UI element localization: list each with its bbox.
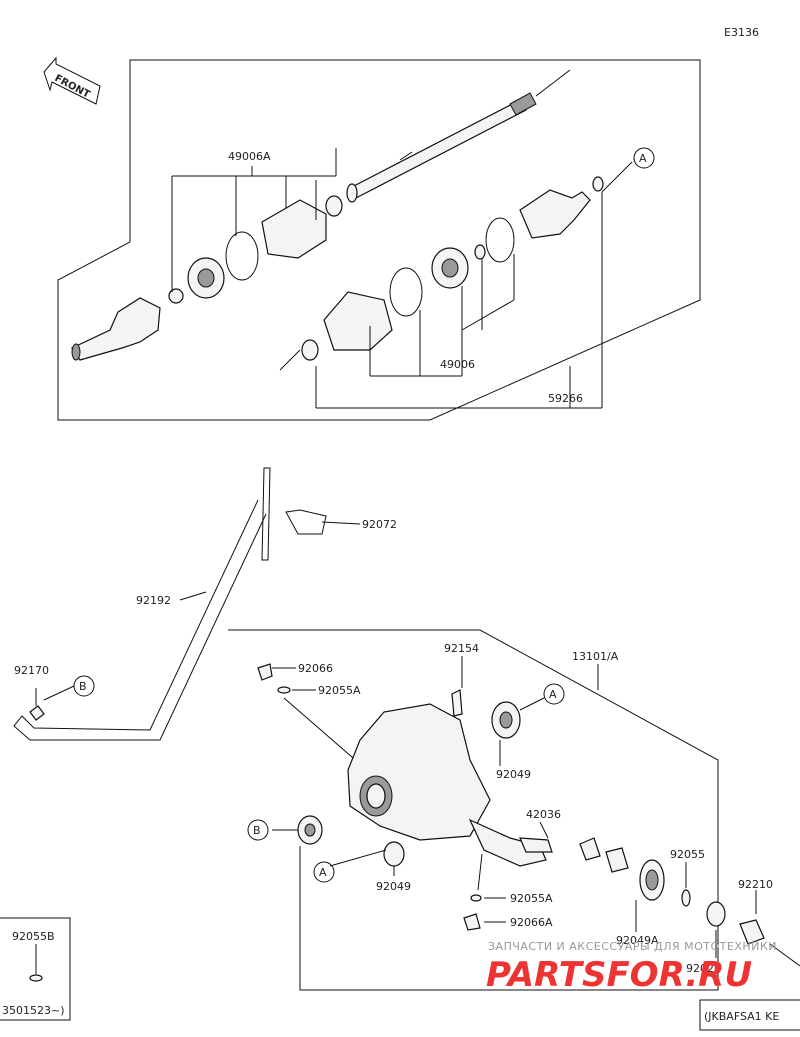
label-92210: 92210 <box>738 878 773 891</box>
gear-case-frame <box>228 629 719 991</box>
label-92066A: 92066A <box>510 916 553 929</box>
inset-box-left: 92055B 3501523~) <box>0 917 71 1021</box>
watermark-line2: PARTSFOR.RU <box>486 955 752 995</box>
drive-shaft <box>279 69 571 371</box>
label-92049-top: 92049 <box>496 768 531 781</box>
label-92026: 92026 <box>686 962 721 975</box>
callout-b-left: B <box>73 675 95 697</box>
gear-case-seals <box>272 815 800 967</box>
label-92055A-bottom: 92055A <box>510 892 553 905</box>
callout-a-top: A <box>633 147 655 169</box>
inner-cv-joint <box>519 176 604 239</box>
watermark-line1: ЗАПЧАСТИ И АКСЕССУАРЫ ДЛЯ МОТОТЕХНИКИ <box>488 940 777 953</box>
svg-text:A: A <box>549 688 557 701</box>
label-92055A-top: 92055A <box>318 684 361 697</box>
small-parts-top <box>257 656 545 766</box>
shaft-assembly-frame <box>57 59 701 421</box>
label-92066: 92066 <box>298 662 333 675</box>
serial-right: (JKBAFSA1 KE <box>704 1010 779 1023</box>
front-arrow-icon: FRONT <box>43 56 101 105</box>
svg-text:A: A <box>319 866 327 879</box>
label-42036: 42036 <box>526 808 561 821</box>
diagram-code: E3136 <box>724 26 759 39</box>
callout-a-bottom: A <box>313 861 335 883</box>
label-92049A: 92049A <box>616 934 659 947</box>
final-gear-case <box>347 703 553 867</box>
svg-text:B: B <box>253 824 261 837</box>
vent-hose-92192 <box>13 467 361 741</box>
label-92055: 92055 <box>670 848 705 861</box>
callout-b-mid: B <box>247 819 269 841</box>
svg-text:A: A <box>639 152 647 165</box>
front-label: FRONT <box>53 73 92 101</box>
outer-cv-joint <box>71 297 161 361</box>
label-92072: 92072 <box>362 518 397 531</box>
serial-box-right: (JKBAFSA1 KE <box>699 999 800 1031</box>
svg-text:B: B <box>79 680 87 693</box>
cv-joint-kit-49006 <box>301 217 515 361</box>
boot-kit-49006A <box>168 195 343 304</box>
leader-lines-upper <box>171 148 633 409</box>
label-92055B: 92055B <box>12 930 55 943</box>
label-92049-bottom: 92049 <box>376 880 411 893</box>
label-49006: 49006 <box>440 358 475 371</box>
callout-a-mid: A <box>543 683 565 705</box>
label-59266: 59266 <box>548 392 583 405</box>
label-92154: 92154 <box>444 642 479 655</box>
label-92192: 92192 <box>136 594 171 607</box>
serial-left: 3501523~) <box>2 1004 65 1017</box>
label-49006A: 49006A <box>228 150 271 163</box>
label-92170: 92170 <box>14 664 49 677</box>
label-13101A: 13101/A <box>572 650 619 663</box>
